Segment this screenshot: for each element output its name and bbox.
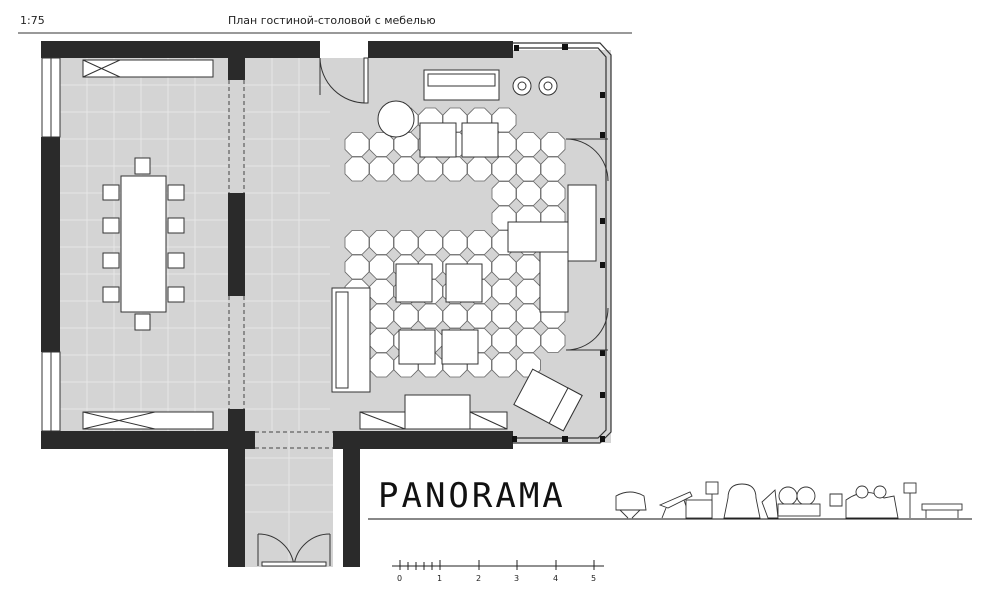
brand-logo-text: PANORAMA [378,476,566,516]
furniture-silhouettes [615,481,963,519]
rug-tile [467,230,492,255]
walls [41,41,513,567]
rug-tile [540,132,566,157]
rug-tile [344,156,370,182]
sofa-right [567,184,597,262]
rug-tile [540,181,566,206]
scale-tick-label: 3 [514,574,520,583]
rug-tile [393,230,419,255]
rug-tile [516,328,541,353]
scale-tick-label: 1 [437,574,443,583]
rug-tile [516,254,541,280]
rug-tile [418,303,443,329]
rug-tile [540,328,566,353]
consoles [82,59,508,430]
scale-bar [392,560,604,570]
rug-tile [516,303,541,329]
rug-tile [516,156,541,182]
left-windows [41,57,61,432]
rug-tile [491,352,517,378]
rug-tile [442,230,468,255]
rug-tile [393,156,419,182]
drawing-scale: 1:75 [20,14,45,27]
rug-tile [344,132,370,157]
rug-tile [418,230,443,255]
bay-mullions [512,44,605,442]
rug-tile [491,254,517,280]
rug-tile [491,279,517,304]
rug-tile [491,303,517,329]
lounge-chair [513,368,583,432]
rug-tile [344,230,370,255]
ottoman [507,221,569,253]
scale-tick-label: 2 [476,574,482,583]
rug-tile [467,156,492,182]
rug-tile [540,156,566,182]
rug-tile [491,328,517,353]
scale-tick-label: 4 [553,574,559,583]
rug-tile [369,352,394,378]
dining-table [120,175,167,313]
living-furniture [331,69,597,432]
rug-tile [369,279,394,304]
dining-set [102,157,185,331]
rug-tile [369,254,394,280]
dashed-openings [228,80,333,449]
rug-tile [491,156,517,182]
round-chair [377,100,415,138]
scale-tick-label: 5 [591,574,597,583]
rug-tile [369,303,394,329]
rug-tile [393,303,419,329]
rug-tile [516,181,541,206]
rug-tile [442,303,468,329]
rug-tile [369,328,394,353]
bay-window [513,42,612,444]
rug-tile [467,303,492,329]
rug-tile [491,181,517,206]
doors [257,57,609,567]
rug-tile [516,279,541,304]
rug-tile [516,132,541,157]
rug-tile [442,156,468,182]
rug-tile [344,254,370,280]
scale-tick-label: 0 [397,574,403,583]
rug-tile [393,132,419,157]
rug-tile [369,230,394,255]
rug-tile [418,156,443,182]
drawing-title: План гостиной-столовой с мебелью [228,14,436,27]
rug-tile [369,156,394,182]
